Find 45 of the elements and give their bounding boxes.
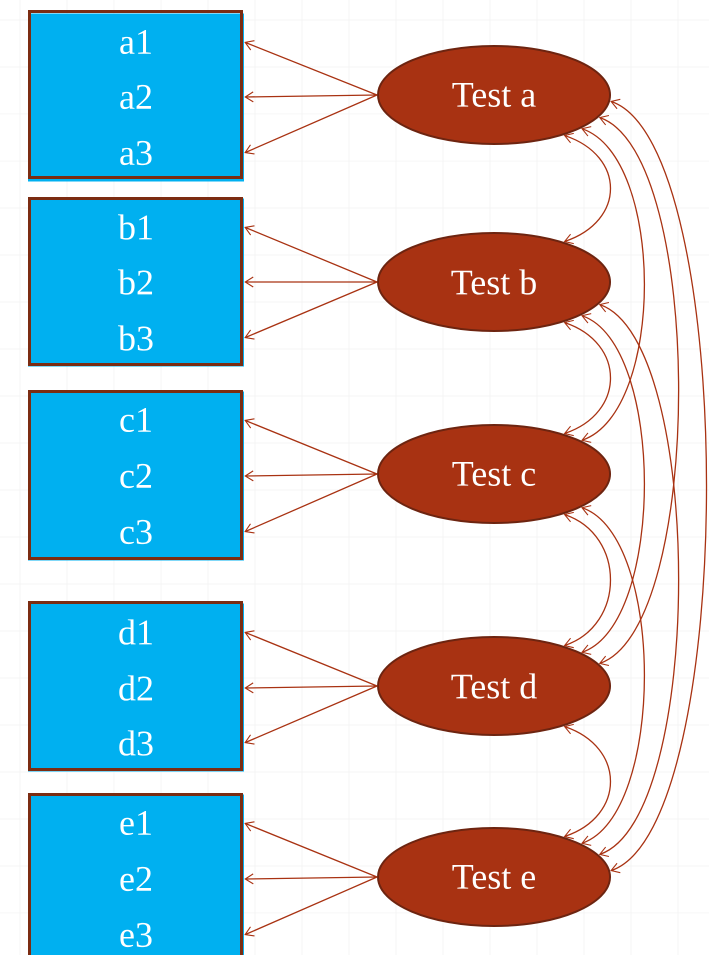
arrow xyxy=(244,630,378,687)
indicator-label: b2 xyxy=(28,254,244,310)
indicator-box xyxy=(28,197,243,366)
correlation-arrow xyxy=(564,512,612,648)
arrow xyxy=(244,685,378,745)
correlation-arrow xyxy=(598,302,680,858)
arrow xyxy=(244,876,378,937)
indicator-label: b1 xyxy=(28,198,244,256)
correlation-arrow xyxy=(564,132,612,244)
arrow xyxy=(244,94,378,154)
correlation-arrow xyxy=(598,114,680,666)
arrow xyxy=(244,91,378,102)
arrow xyxy=(244,40,378,96)
indicator-box xyxy=(28,601,243,771)
arrow xyxy=(244,682,378,694)
correlation-arrow xyxy=(581,313,645,655)
indicator-box xyxy=(28,793,243,955)
indicator-label: c1 xyxy=(28,392,244,448)
indicator-label: d2 xyxy=(28,660,244,716)
indicator-label: e3 xyxy=(28,906,244,955)
arrow xyxy=(244,470,378,482)
indicator-label: b3 xyxy=(28,310,244,366)
correlation-arrow xyxy=(581,126,645,443)
arrow xyxy=(244,225,378,283)
indicator-label: d1 xyxy=(28,604,244,660)
arrow xyxy=(244,418,378,475)
indicator-label: c2 xyxy=(28,448,244,504)
indicator-box xyxy=(28,390,243,560)
indicator-label: d3 xyxy=(28,714,244,772)
arrow xyxy=(244,276,377,288)
correlation-arrow xyxy=(581,505,645,846)
indicator-label: a2 xyxy=(28,68,244,126)
indicator-label: a1 xyxy=(28,14,244,70)
correlation-arrow xyxy=(564,724,612,840)
arrow xyxy=(244,821,378,878)
correlation-arrow xyxy=(564,320,612,436)
indicator-label: a3 xyxy=(28,124,244,182)
indicator-box xyxy=(28,10,243,179)
arrow xyxy=(244,473,378,534)
arrow xyxy=(244,873,378,884)
correlation-arrow xyxy=(610,98,708,874)
indicator-label: e2 xyxy=(28,850,244,908)
arrow xyxy=(244,281,378,340)
indicator-label: e1 xyxy=(28,794,244,852)
indicator-label: c3 xyxy=(28,504,244,560)
